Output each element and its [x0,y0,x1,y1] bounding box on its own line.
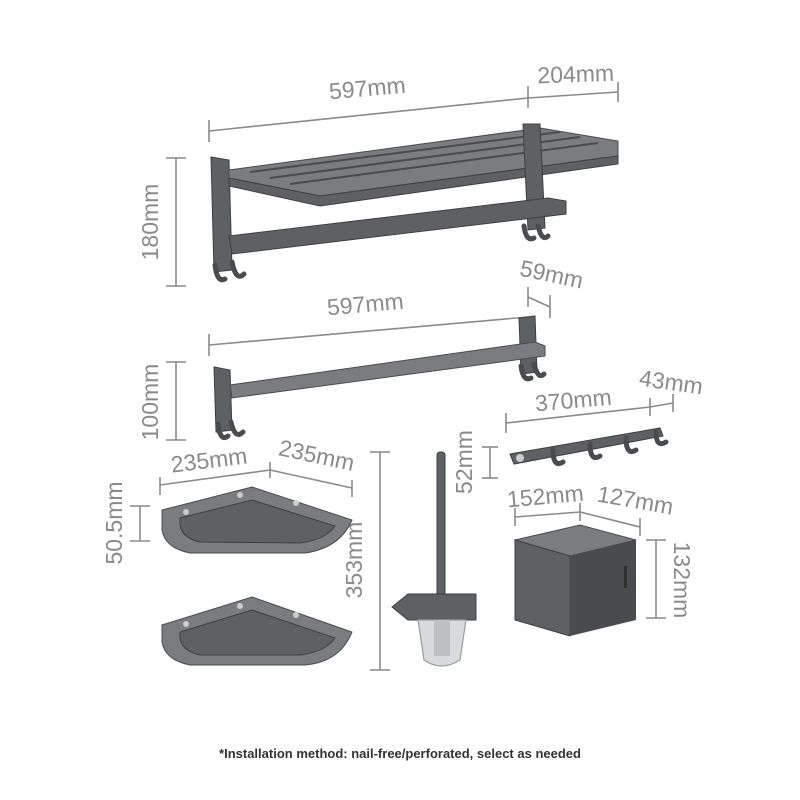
bar-width-label: 597mm [326,288,405,321]
box-height-label: 132mm [669,542,695,619]
shelf-side-a-dimline [159,469,271,486]
hook-icon-3 [623,435,639,454]
box-width-label: 152mm [506,480,585,513]
rack-depth-label: 204mm [537,60,615,89]
single-towel-bar: 597mm 59mm 100mm [137,255,586,441]
box-front [514,539,571,637]
hook-width-label: 370mm [534,384,613,417]
hook-rail: 370mm 43mm 52mm [451,365,705,494]
bar-depth-dimline [527,296,551,308]
hook-icon-2 [587,441,603,460]
shelf-side-b-dimline [269,469,353,489]
box-width-dimline [514,511,581,518]
installation-note: *Installation method: nail-free/perforat… [219,746,581,761]
corner-shelf: 235mm 235mm 50.5mm [101,434,357,666]
box-depth-label: 127mm [595,481,675,520]
hook-rail-bar [509,427,664,465]
bar-hook-icon [215,421,231,440]
hook-depth-dimline [649,402,674,408]
hook-width-dimline [505,406,651,424]
box-depth-dimline [579,511,641,528]
rack-lower-bar [228,197,567,255]
box-side [570,540,636,636]
hook-icon-1 [550,447,566,466]
rack-width-dimline [208,97,529,132]
rack-hook-icon [212,262,228,283]
brush-holder-ring [391,593,477,621]
brush-height-label: 353mm [341,522,367,599]
hook-icon-4 [653,429,669,447]
hook-height-label: 52mm [451,430,477,494]
shelf-side-b-label: 235mm [276,434,356,475]
tissue-box: 152mm 127mm 132mm [506,480,695,637]
rack-height-label: 180mm [137,184,163,261]
brush-handle [436,451,446,613]
rack-depth-dimline [527,91,619,99]
shelf-height-label: 50.5mm [101,481,127,564]
double-towel-rack: 597mm 204mm 180mm [137,60,619,287]
bar-rod [229,341,546,399]
hook-depth-label: 43mm [638,365,705,400]
bar-width-dimline [208,316,529,346]
bar-height-label: 100mm [137,364,163,441]
shelf-side-a-label: 235mm [169,442,248,477]
rack-width-label: 597mm [328,72,407,105]
toilet-brush: 353mm [341,451,477,671]
